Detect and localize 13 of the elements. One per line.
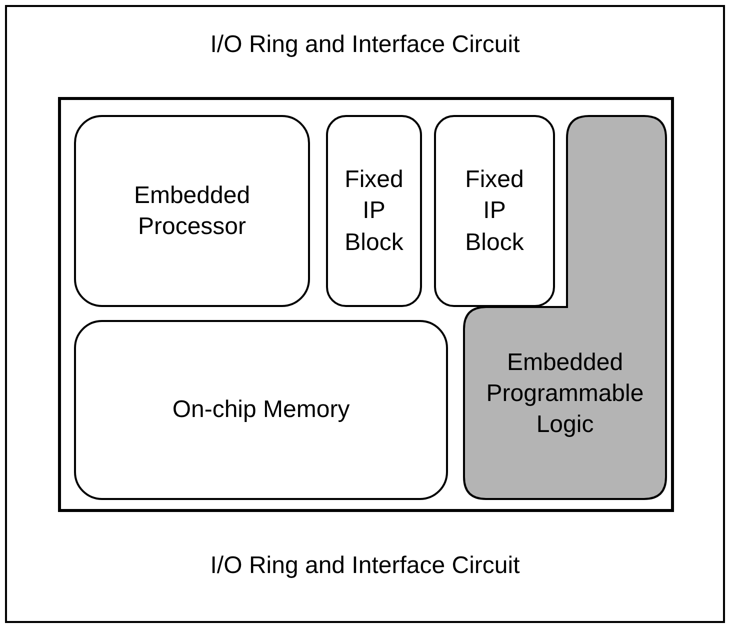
block-label: Fixed IP Block: [344, 165, 404, 258]
region-label: Embedded Programmable Logic: [485, 348, 645, 440]
block-label: Embedded Processor: [132, 180, 252, 242]
chip-core-box: [58, 97, 674, 512]
processor-block: [74, 115, 310, 307]
memory-block: [74, 320, 448, 500]
block-label: On-chip Memory: [171, 395, 351, 426]
ring-label: I/O Ring and Interface Circuit: [209, 551, 521, 581]
ip-block: [326, 115, 422, 307]
ring-label: I/O Ring and Interface Circuit: [209, 30, 521, 60]
io-ring-box: [5, 5, 725, 623]
programmable-logic-region: [463, 115, 667, 500]
block-label: Fixed IP Block: [464, 165, 525, 258]
